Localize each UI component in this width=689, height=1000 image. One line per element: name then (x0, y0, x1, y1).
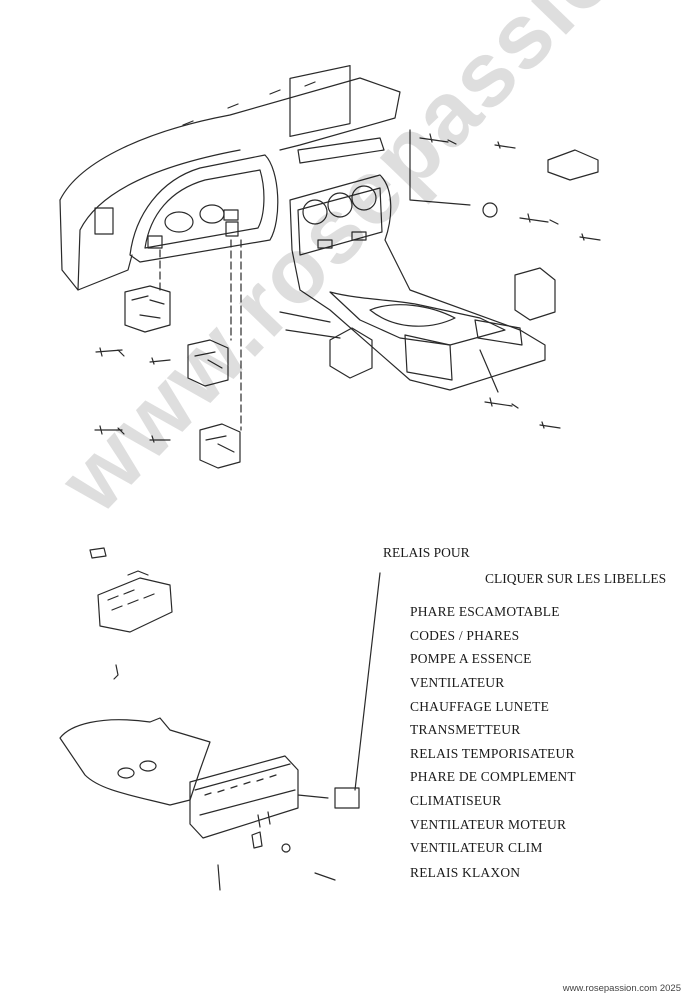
instruction-text: CLIQUER SUR LES LIBELLES (485, 571, 667, 586)
label-relais-temporisateur[interactable]: RELAIS TEMPORISATEUR (410, 746, 575, 761)
label-phare-escamotable[interactable]: PHARE ESCAMOTABLE (410, 604, 560, 619)
label-transmetteur[interactable]: TRANSMETTEUR (410, 722, 521, 737)
label-relais-klaxon[interactable]: RELAIS KLAXON (410, 865, 521, 880)
switch-parts (94, 133, 601, 469)
relay-box-drawing (59, 547, 381, 891)
label-ventilateur-moteur[interactable]: VENTILATEUR MOTEUR (410, 817, 567, 832)
label-ventilateur[interactable]: VENTILATEUR (410, 675, 505, 690)
heading-relais-pour: RELAIS POUR (383, 545, 470, 560)
label-phare-de-complement[interactable]: PHARE DE COMPLEMENT (410, 769, 576, 784)
label-codes-phares[interactable]: CODES / PHARES (410, 628, 520, 643)
label-chauffage-lunete[interactable]: CHAUFFAGE LUNETE (410, 699, 550, 714)
label-pompe-a-essence[interactable]: POMPE A ESSENCE (410, 651, 532, 666)
label-ventilateur-clim[interactable]: VENTILATEUR CLIM (410, 840, 543, 855)
label-climatiseur[interactable]: CLIMATISEUR (410, 793, 502, 808)
footer-copyright[interactable]: www.rosepassion.com 2025 (562, 983, 681, 994)
dashboard-drawing (59, 64, 546, 431)
